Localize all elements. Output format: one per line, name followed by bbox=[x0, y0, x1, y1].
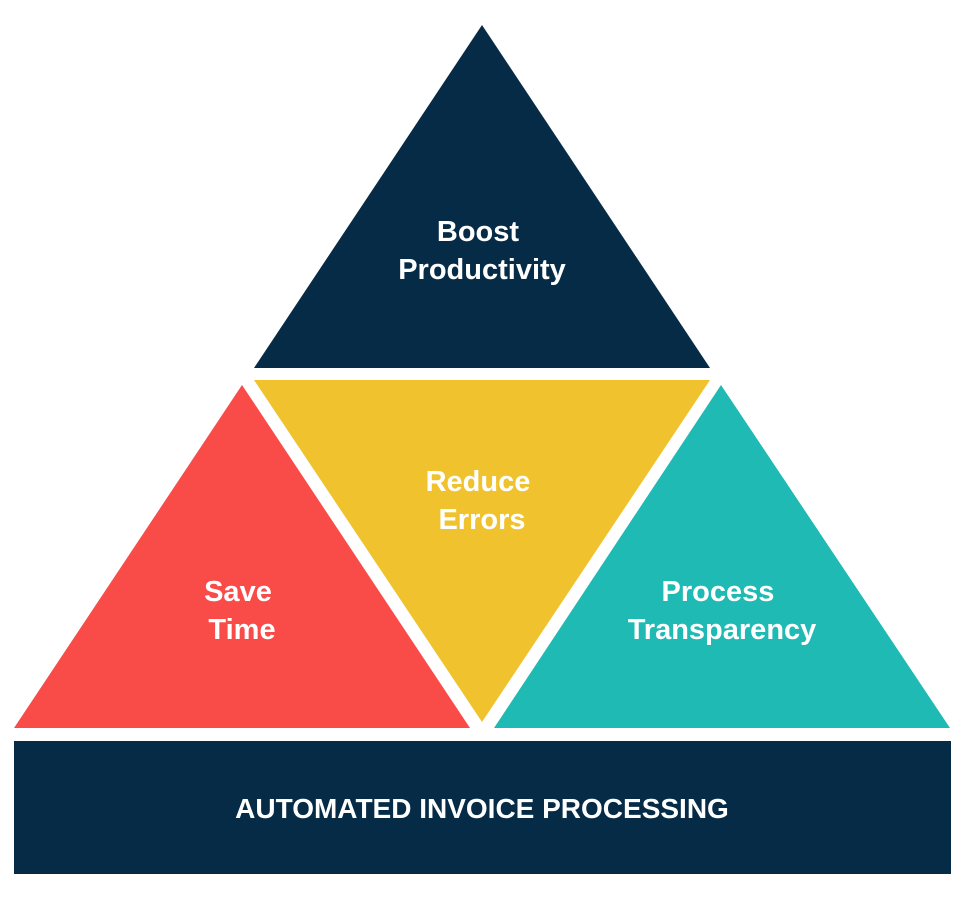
center-label-line2: Errors bbox=[438, 504, 525, 536]
top-label-line1: Boost bbox=[437, 216, 520, 248]
left-label-line1: Save bbox=[204, 576, 272, 608]
right-label-line1: Process bbox=[662, 576, 775, 608]
left-label-line2: Time bbox=[208, 614, 275, 646]
center-label-line1: Reduce bbox=[426, 466, 531, 498]
left-triangle bbox=[14, 385, 470, 728]
center-triangle-label: Reduce Errors bbox=[426, 466, 539, 536]
right-triangle-label: Process Transparency bbox=[628, 576, 817, 646]
center-triangle bbox=[254, 380, 710, 722]
top-label-line2: Productivity bbox=[398, 254, 566, 286]
right-label-line2: Transparency bbox=[628, 614, 817, 646]
base-bar bbox=[14, 741, 951, 874]
right-triangle bbox=[494, 385, 950, 728]
base-label: AUTOMATED INVOICE PROCESSING bbox=[235, 793, 729, 824]
top-triangle bbox=[254, 25, 710, 368]
top-triangle-label: Boost Productivity bbox=[398, 216, 566, 286]
left-triangle-label: Save Time bbox=[204, 576, 280, 646]
